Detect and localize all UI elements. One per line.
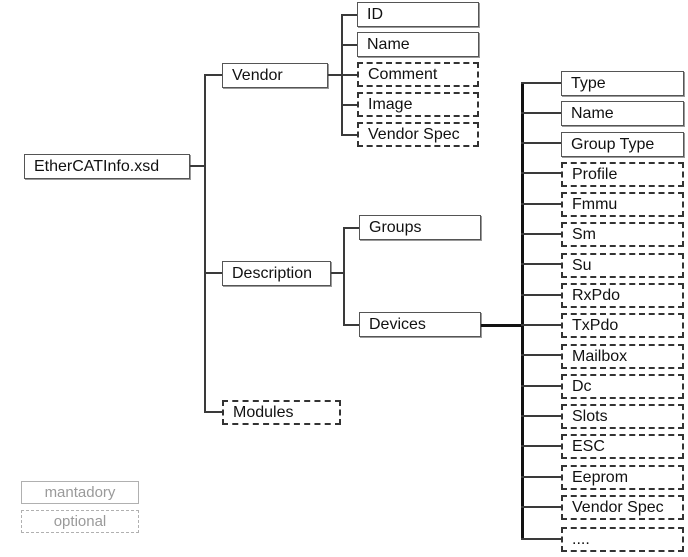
node-device-esc[interactable]: ESC xyxy=(561,434,684,459)
edge-device-child-13 xyxy=(521,476,563,478)
edge-device-child-0 xyxy=(521,82,563,84)
node-label: Sm xyxy=(572,225,596,243)
node-label: Vendor Spec xyxy=(572,498,664,516)
edge-root-to-vendor xyxy=(204,74,223,76)
node-device-vendor-spec[interactable]: Vendor Spec xyxy=(561,495,684,520)
node-root-label: EtherCATInfo.xsd xyxy=(34,157,160,175)
node-device-fmmu[interactable]: Fmmu xyxy=(561,192,684,217)
node-label: Groups xyxy=(369,218,422,236)
edge-devices-stub xyxy=(481,324,523,327)
node-vendor-child-image[interactable]: Image xyxy=(357,92,479,117)
edge-vendor-child-1 xyxy=(341,44,358,46)
node-device-txpdo[interactable]: TxPdo xyxy=(561,313,684,338)
legend-mandatory-label: mantadory xyxy=(44,484,116,501)
node-device-name[interactable]: Name xyxy=(561,101,684,126)
edge-description-to-groups xyxy=(343,227,360,229)
node-label: .... xyxy=(572,530,590,548)
node-label: Name xyxy=(367,35,410,53)
edge-root-to-modules xyxy=(204,411,223,413)
edge-device-child-4 xyxy=(521,203,563,205)
node-devices[interactable]: Devices xyxy=(359,312,481,337)
node-device-group-type[interactable]: Group Type xyxy=(561,132,684,157)
node-vendor-child-comment[interactable]: Comment xyxy=(357,62,479,87)
node-device-rxpdo[interactable]: RxPdo xyxy=(561,283,684,308)
node-device-dc[interactable]: Dc xyxy=(561,374,684,399)
node-modules[interactable]: Modules xyxy=(222,400,341,425)
edge-description-trunk xyxy=(343,228,345,326)
edge-root-to-description xyxy=(204,272,223,274)
edge-root-stub xyxy=(190,165,206,167)
node-modules-label: Modules xyxy=(233,403,294,421)
edge-vendor-child-2 xyxy=(341,74,358,76)
node-label: RxPdo xyxy=(572,286,621,304)
node-device-type[interactable]: Type xyxy=(561,71,684,96)
edge-device-child-2 xyxy=(521,142,563,144)
edge-device-child-9 xyxy=(521,354,563,356)
edge-device-child-10 xyxy=(521,385,563,387)
edge-device-child-7 xyxy=(521,294,563,296)
node-label: Comment xyxy=(368,65,438,83)
node-label: Group Type xyxy=(571,135,655,153)
node-label: Fmmu xyxy=(572,195,618,213)
node-label: Type xyxy=(571,74,606,92)
node-device-slots[interactable]: Slots xyxy=(561,404,684,429)
edge-device-child-15 xyxy=(521,538,563,540)
node-label: Profile xyxy=(572,165,618,183)
legend-optional-label: optional xyxy=(53,513,107,530)
node-device-su[interactable]: Su xyxy=(561,253,684,278)
legend-mandatory: mantadory xyxy=(21,481,139,504)
edge-device-child-3 xyxy=(521,172,563,174)
node-root[interactable]: EtherCATInfo.xsd xyxy=(24,154,190,179)
node-label: ESC xyxy=(572,437,605,455)
node-label: TxPdo xyxy=(572,316,619,334)
edge-device-child-8 xyxy=(521,324,563,326)
node-label: Eeprom xyxy=(572,468,629,486)
node-label: Dc xyxy=(572,377,592,395)
node-label: ID xyxy=(367,5,383,23)
node-label: Name xyxy=(571,104,614,122)
edge-root-trunk xyxy=(204,75,206,413)
edge-device-child-5 xyxy=(521,233,563,235)
node-label: Slots xyxy=(572,407,608,425)
node-device-mailbox[interactable]: Mailbox xyxy=(561,344,684,369)
edge-description-stub xyxy=(331,272,345,274)
legend-optional: optional xyxy=(21,510,139,533)
edge-description-to-devices xyxy=(343,324,360,326)
edge-device-child-11 xyxy=(521,415,563,417)
node-vendor-label: Vendor xyxy=(232,66,283,84)
node-label: Su xyxy=(572,256,592,274)
node-label: Vendor Spec xyxy=(368,125,460,143)
node-device-sm[interactable]: Sm xyxy=(561,222,684,247)
node-vendor-child-id[interactable]: ID xyxy=(357,2,479,27)
node-label: Devices xyxy=(369,315,426,333)
node-description-label: Description xyxy=(232,264,313,282)
node-vendor[interactable]: Vendor xyxy=(222,63,328,88)
node-label: Mailbox xyxy=(572,347,628,365)
node-label: Image xyxy=(368,95,413,113)
node-description[interactable]: Description xyxy=(222,261,331,286)
node-device-eeprom[interactable]: Eeprom xyxy=(561,465,684,490)
edge-device-child-14 xyxy=(521,506,563,508)
edge-vendor-child-3 xyxy=(341,104,358,106)
edge-vendor-child-4 xyxy=(341,134,358,136)
edge-vendor-stub xyxy=(328,74,343,76)
edge-vendor-child-0 xyxy=(341,14,358,16)
node-device-profile[interactable]: Profile xyxy=(561,162,684,187)
edge-device-child-1 xyxy=(521,112,563,114)
node-vendor-child-name[interactable]: Name xyxy=(357,32,479,57)
edge-devices-trunk xyxy=(521,82,524,540)
edge-device-child-6 xyxy=(521,263,563,265)
node-vendor-child-vendor-spec[interactable]: Vendor Spec xyxy=(357,122,479,147)
edge-device-child-12 xyxy=(521,445,563,447)
node-groups[interactable]: Groups xyxy=(359,215,481,240)
node-device-more[interactable]: .... xyxy=(561,527,684,552)
